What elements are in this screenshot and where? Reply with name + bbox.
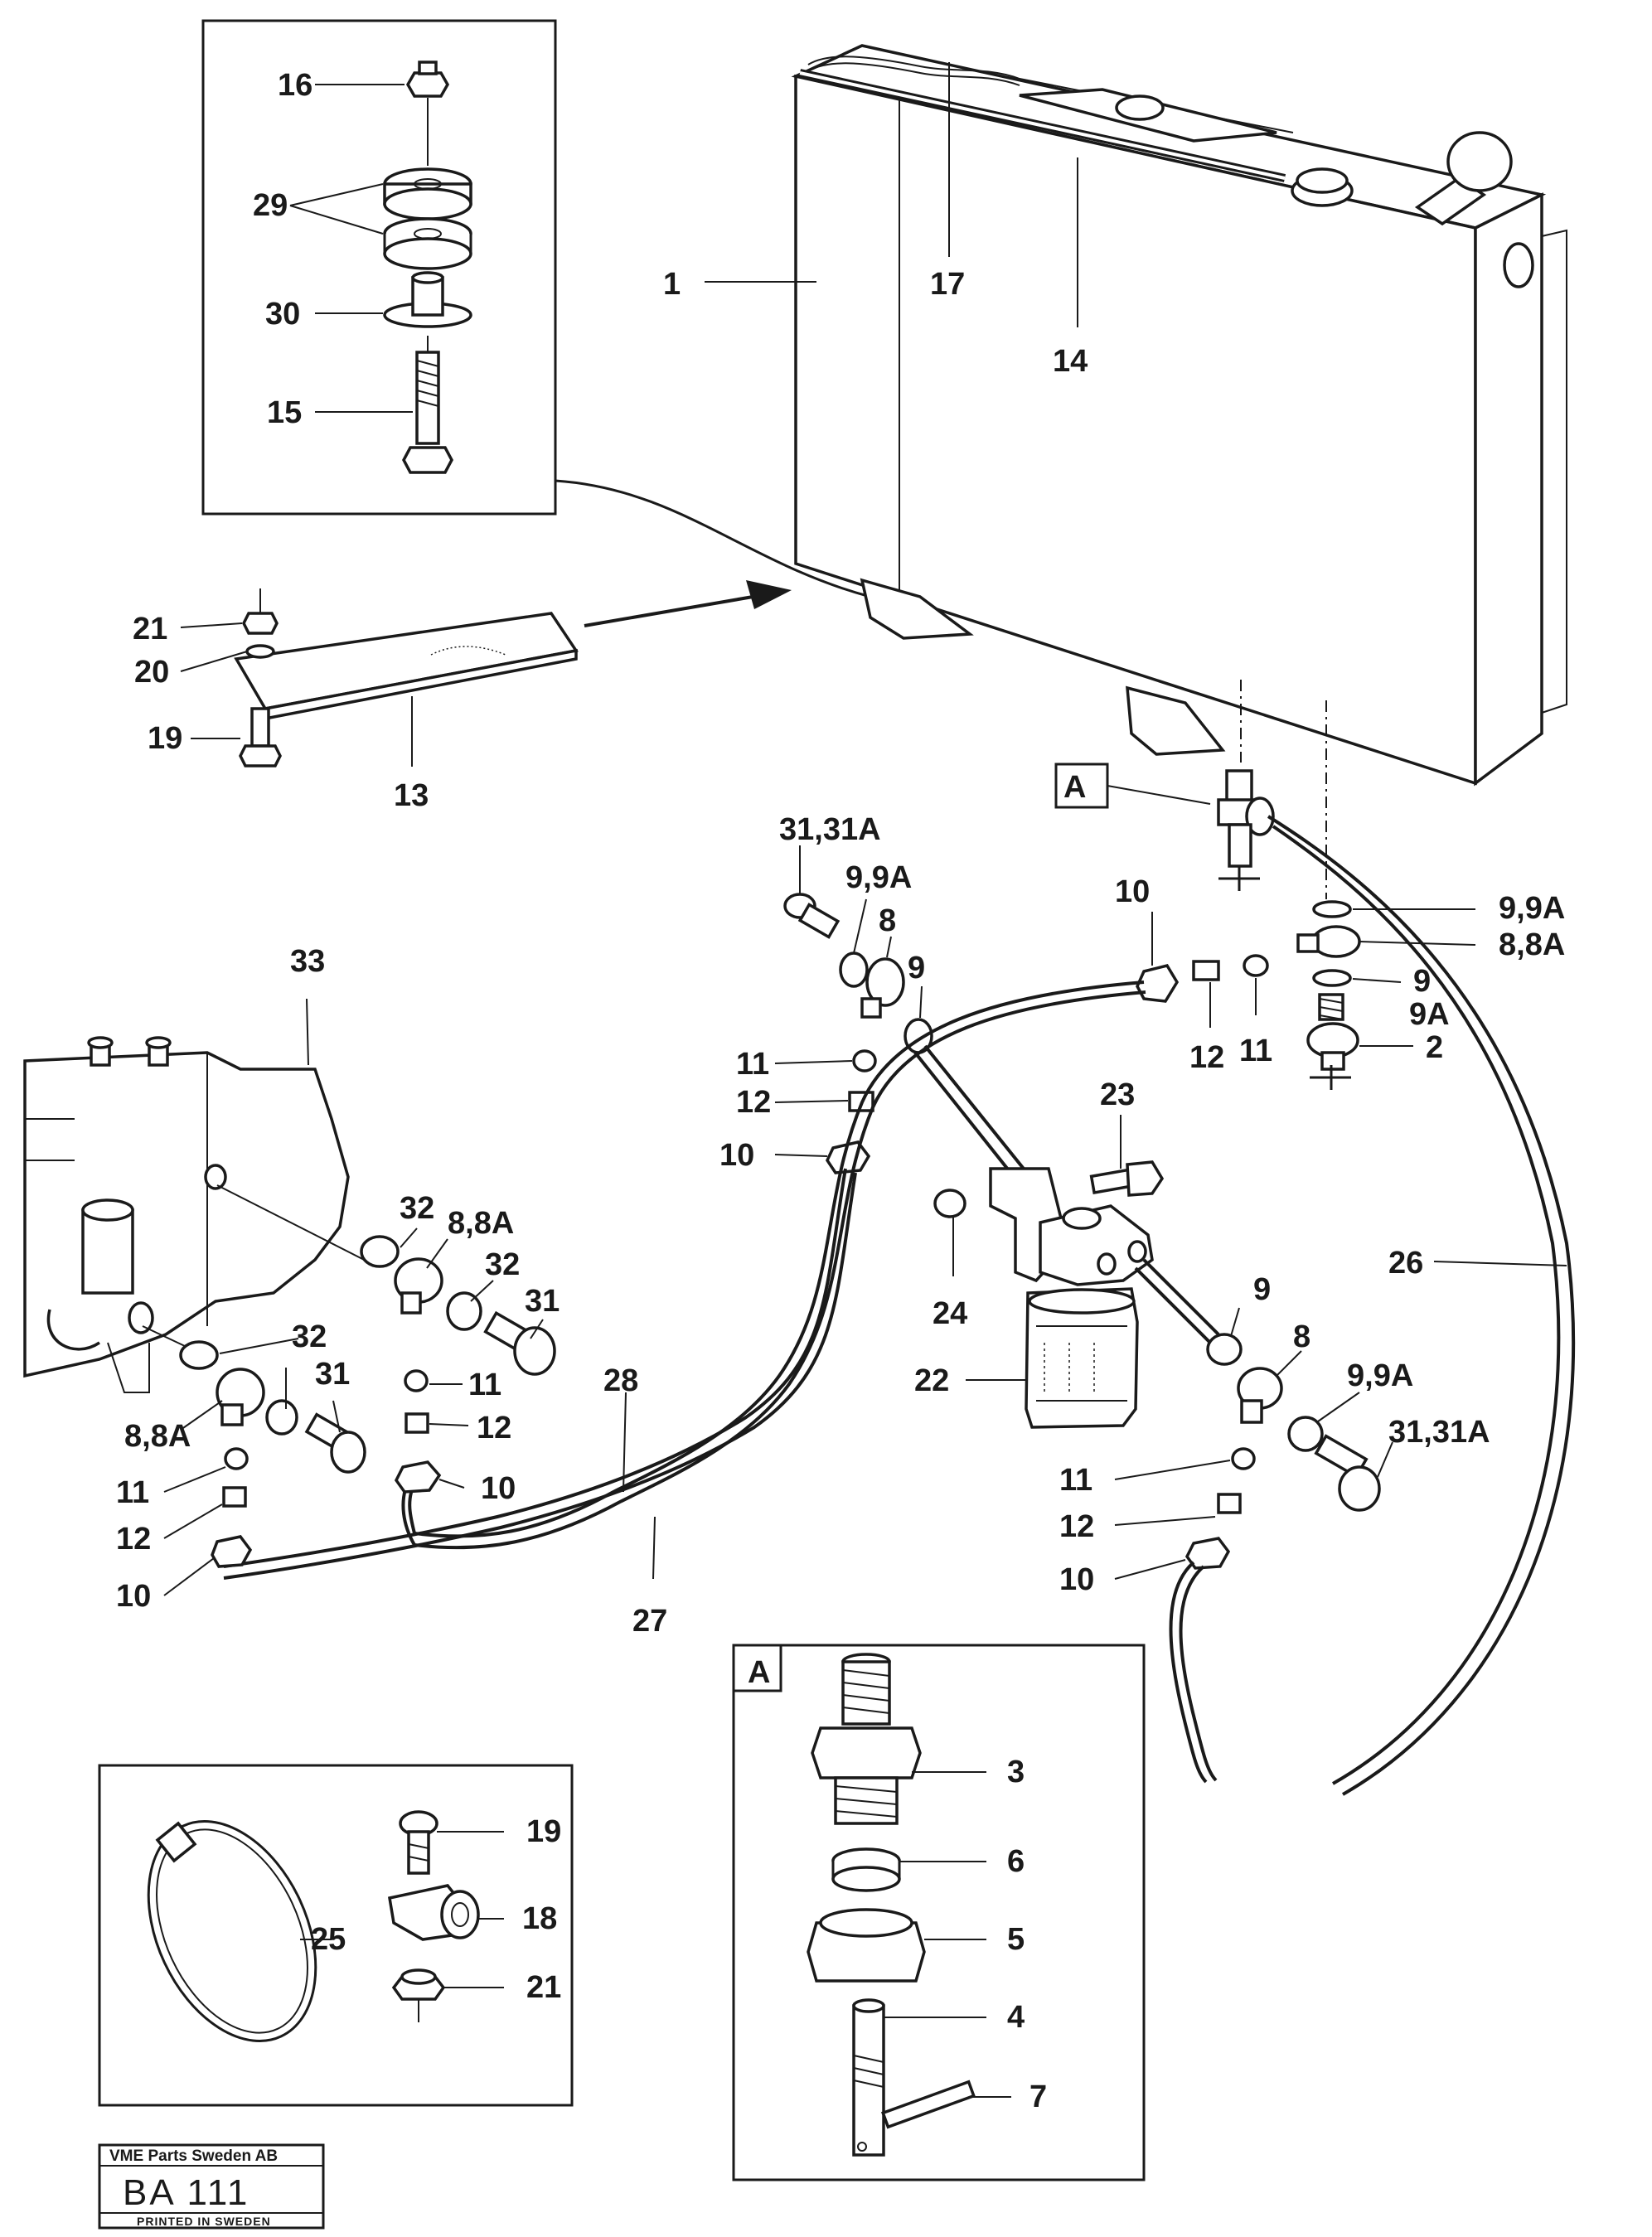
label-part-26: 26 bbox=[1388, 1246, 1423, 1281]
label-part-9-9A-tank: 9,9A bbox=[1499, 891, 1565, 926]
label-part-16: 16 bbox=[278, 68, 312, 103]
label-part-11-mid: 11 bbox=[468, 1368, 501, 1402]
title-block bbox=[98, 2143, 325, 2230]
label-part-5: 5 bbox=[1007, 1922, 1025, 1957]
detail-a-box bbox=[732, 1644, 1146, 2181]
label-part-8-8A-tank: 8,8A bbox=[1499, 927, 1565, 962]
label-part-14: 14 bbox=[1053, 344, 1088, 379]
label-part-12-mid: 12 bbox=[477, 1411, 511, 1445]
fuel-tank bbox=[791, 44, 1567, 899]
label-part-3: 3 bbox=[1007, 1755, 1025, 1789]
label-part-25: 25 bbox=[311, 1922, 346, 1957]
label-part-33: 33 bbox=[290, 944, 325, 979]
label-part-13: 13 bbox=[394, 778, 429, 813]
label-part-9-9A-upper: 9,9A bbox=[845, 860, 912, 895]
filter-outlet-group bbox=[1134, 1258, 1381, 1784]
label-part-12-filter: 12 bbox=[1059, 1509, 1094, 1544]
label-part-32-left: 32 bbox=[292, 1319, 327, 1354]
label-part-24: 24 bbox=[933, 1296, 967, 1331]
label-part-9-9A-filter: 9,9A bbox=[1347, 1358, 1413, 1393]
fuel-filter bbox=[933, 1160, 1165, 1429]
label-part-4: 4 bbox=[1007, 2000, 1025, 2035]
label-part-6: 6 bbox=[1007, 1844, 1025, 1879]
label-part-8-8A-mid: 8,8A bbox=[448, 1206, 514, 1241]
mounting-plate bbox=[234, 580, 792, 767]
label-part-19-plate: 19 bbox=[148, 721, 182, 756]
label-part-11-left: 11 bbox=[116, 1475, 149, 1510]
label-part-9-filter: 9 bbox=[1253, 1272, 1271, 1307]
label-part-11-upper: 11 bbox=[736, 1047, 769, 1082]
label-part-9-tank: 9 bbox=[1413, 964, 1431, 999]
label-part-31-left: 31 bbox=[315, 1357, 350, 1392]
label-part-19-clamp: 19 bbox=[526, 1814, 561, 1849]
label-part-21-plate: 21 bbox=[133, 612, 167, 646]
label-part-17: 17 bbox=[930, 267, 965, 302]
label-detail-ref-A: A bbox=[1063, 770, 1086, 805]
label-part-22: 22 bbox=[914, 1363, 949, 1398]
left-banjo-group bbox=[179, 1340, 366, 1568]
label-part-12-tank: 12 bbox=[1189, 1040, 1224, 1075]
label-part-8-filter: 8 bbox=[1293, 1319, 1310, 1354]
label-part-12-left: 12 bbox=[116, 1522, 151, 1557]
label-part-11-filter: 11 bbox=[1059, 1463, 1092, 1498]
label-part-7: 7 bbox=[1029, 2080, 1047, 2114]
label-part-10-mid: 10 bbox=[481, 1471, 516, 1506]
middle-banjo-group bbox=[360, 1235, 556, 1494]
label-part-21-clamp: 21 bbox=[526, 1970, 561, 2005]
label-part-10-left: 10 bbox=[116, 1579, 151, 1614]
label-part-31-31A-filter: 31,31A bbox=[1388, 1415, 1490, 1450]
label-part-9-upper: 9 bbox=[908, 951, 925, 985]
clamp-inset bbox=[98, 1764, 574, 2107]
mounting-inset bbox=[201, 19, 557, 516]
label-part-32-mid-a: 32 bbox=[400, 1191, 434, 1226]
label-part-18: 18 bbox=[522, 1901, 557, 1936]
label-part-8-upper: 8 bbox=[879, 903, 896, 938]
label-part-28: 28 bbox=[603, 1363, 638, 1398]
label-part-20: 20 bbox=[134, 655, 169, 690]
label-part-15: 15 bbox=[267, 395, 302, 430]
label-part-10-filter: 10 bbox=[1059, 1562, 1094, 1597]
label-part-31-31A-upper: 31,31A bbox=[779, 812, 881, 847]
injection-pump bbox=[23, 1036, 378, 1393]
label-part-12-upper: 12 bbox=[736, 1085, 771, 1120]
label-part-10-upper: 10 bbox=[719, 1138, 754, 1173]
label-part-1: 1 bbox=[663, 267, 681, 302]
upper-banjo-group bbox=[783, 893, 1059, 1220]
label-detail-box-A: A bbox=[748, 1655, 770, 1690]
label-part-10-tank: 10 bbox=[1115, 874, 1150, 909]
title-block-company: VME Parts Sweden AB bbox=[109, 2147, 278, 2165]
label-part-27: 27 bbox=[632, 1604, 667, 1639]
label-part-11-tank: 11 bbox=[1239, 1034, 1272, 1068]
title-block-drawing-number: BA 111 bbox=[123, 2172, 249, 2213]
label-part-23: 23 bbox=[1100, 1077, 1135, 1112]
drain-tap-assembly bbox=[1054, 763, 1576, 1796]
label-part-32-mid-b: 32 bbox=[485, 1247, 520, 1282]
label-part-2: 2 bbox=[1426, 1030, 1443, 1065]
label-part-31-mid: 31 bbox=[525, 1284, 560, 1319]
label-part-8-8A-left: 8,8A bbox=[124, 1419, 191, 1454]
label-part-30: 30 bbox=[265, 297, 300, 332]
title-block-printed: PRINTED IN SWEDEN bbox=[137, 2215, 271, 2228]
label-part-29: 29 bbox=[253, 188, 288, 223]
fuel-pipes bbox=[222, 981, 1146, 1580]
label-part-9A: 9A bbox=[1409, 997, 1450, 1032]
